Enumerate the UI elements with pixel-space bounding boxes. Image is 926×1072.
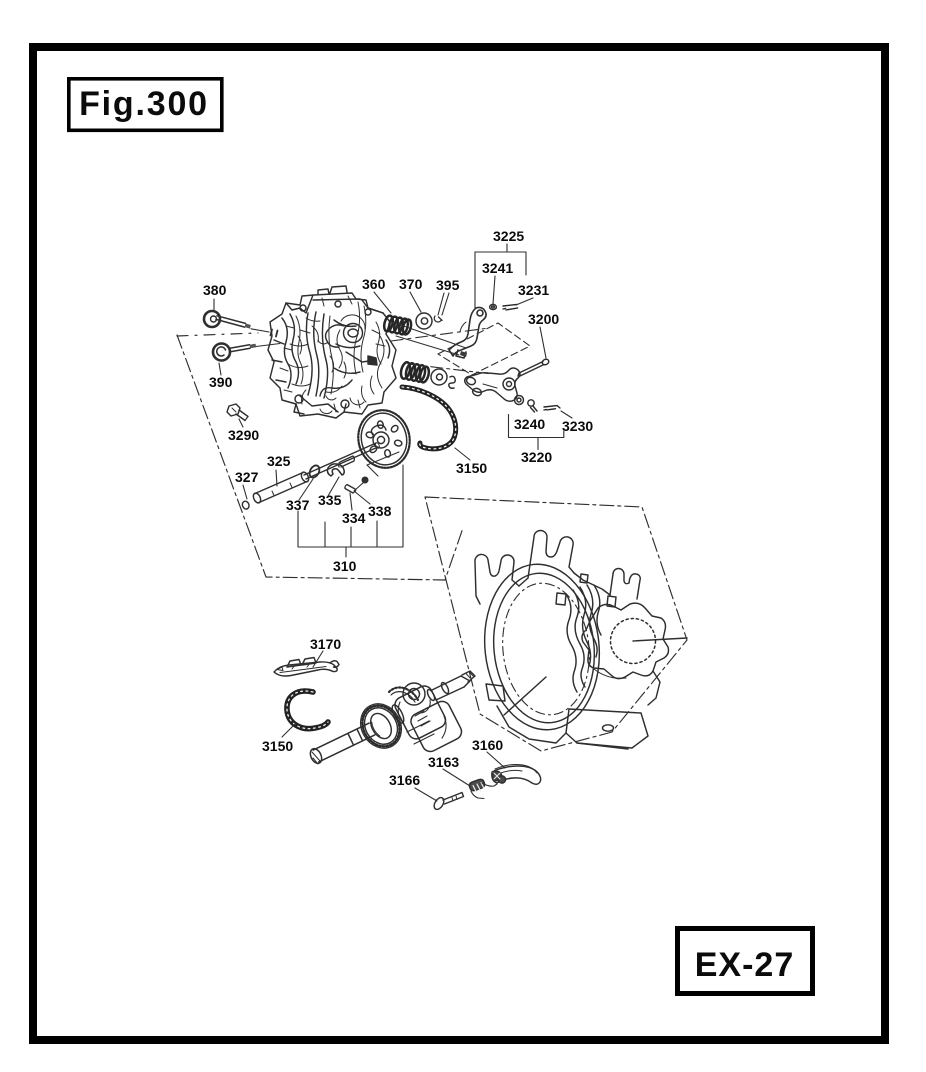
- svg-text:360: 360: [362, 276, 386, 292]
- svg-text:325: 325: [267, 453, 291, 469]
- svg-text:380: 380: [203, 282, 227, 298]
- svg-text:3170: 3170: [310, 636, 341, 652]
- svg-text:3231: 3231: [518, 282, 549, 298]
- svg-text:370: 370: [399, 276, 423, 292]
- svg-text:EX-27: EX-27: [695, 946, 795, 984]
- svg-text:310: 310: [333, 558, 357, 574]
- svg-text:3163: 3163: [428, 754, 459, 770]
- svg-text:3290: 3290: [228, 427, 259, 443]
- svg-text:395: 395: [436, 277, 460, 293]
- svg-text:3160: 3160: [472, 737, 503, 753]
- svg-text:335: 335: [318, 492, 342, 508]
- svg-text:3225: 3225: [493, 228, 524, 244]
- svg-text:3241: 3241: [482, 260, 513, 276]
- svg-text:3200: 3200: [528, 311, 559, 327]
- svg-text:334: 334: [342, 510, 366, 526]
- svg-text:338: 338: [368, 503, 392, 519]
- svg-text:327: 327: [235, 469, 259, 485]
- svg-text:337: 337: [286, 497, 310, 513]
- svg-text:3220: 3220: [521, 449, 552, 465]
- svg-text:3230: 3230: [562, 418, 593, 434]
- svg-text:3166: 3166: [389, 772, 420, 788]
- svg-text:3150: 3150: [456, 460, 487, 476]
- svg-text:390: 390: [209, 374, 233, 390]
- svg-text:3150: 3150: [262, 738, 293, 754]
- svg-text:3240: 3240: [514, 416, 545, 432]
- svg-text:Fig.300: Fig.300: [79, 85, 209, 123]
